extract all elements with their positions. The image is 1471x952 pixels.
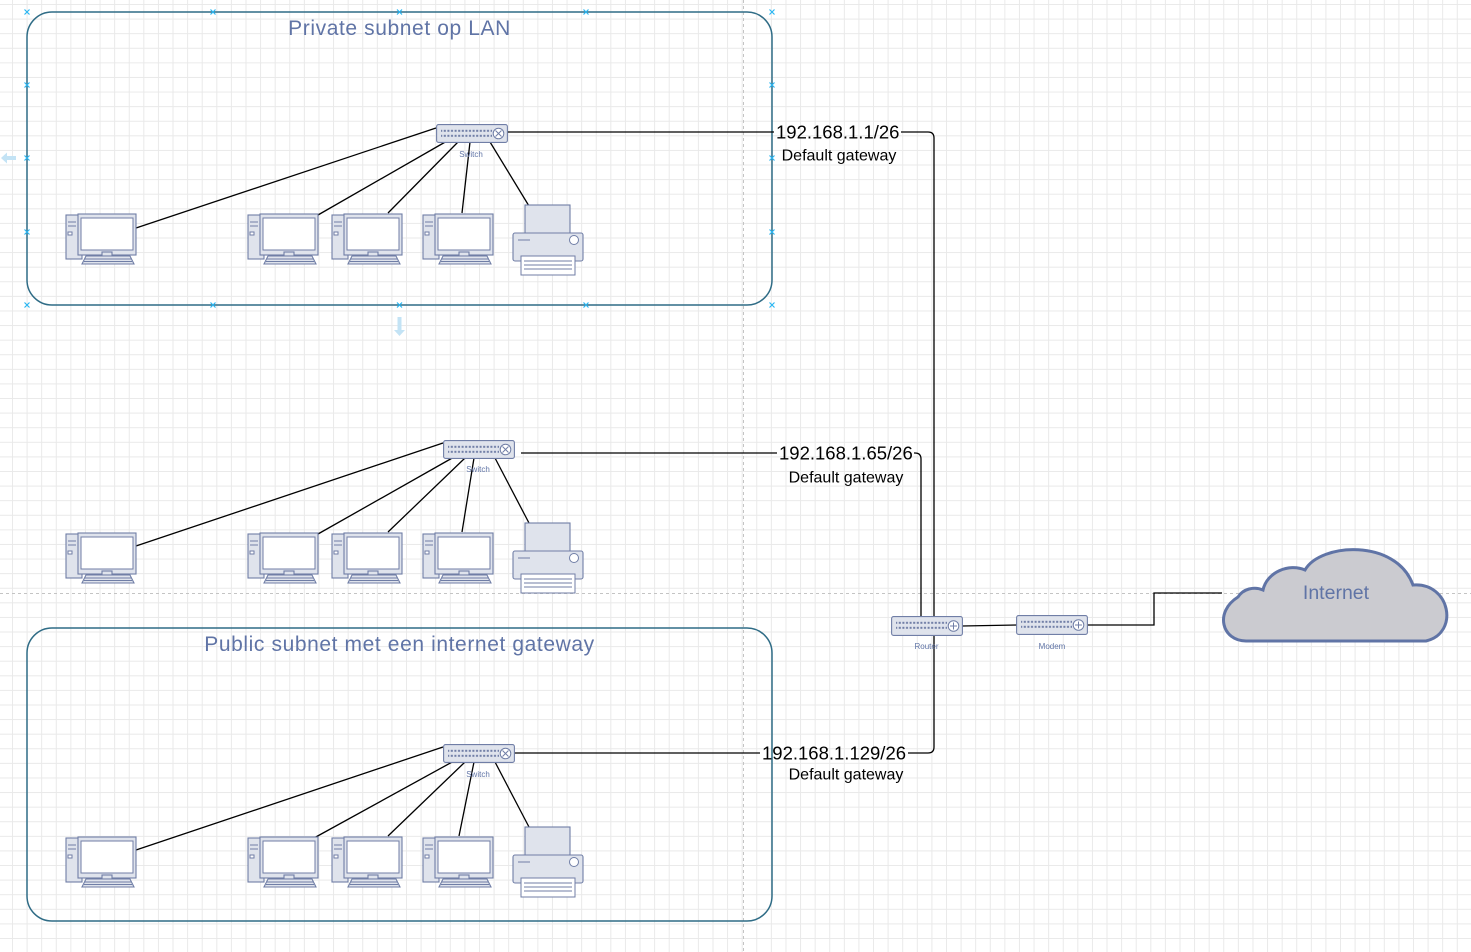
pc-icon[interactable] xyxy=(247,532,319,584)
gateway-caption[interactable]: Default gateway xyxy=(789,767,904,784)
printer-icon[interactable] xyxy=(512,522,584,594)
edge-switch2-pc1[interactable] xyxy=(135,442,444,547)
pc-icon[interactable] xyxy=(65,836,137,888)
edge-switch3-gateway-right[interactable] xyxy=(908,636,935,754)
cloud-icon[interactable] xyxy=(1222,548,1449,643)
edge-switch3-pc1[interactable] xyxy=(135,746,444,851)
pc-icon[interactable] xyxy=(422,532,494,584)
pc-icon[interactable] xyxy=(331,532,403,584)
pc-icon[interactable] xyxy=(247,213,319,265)
public-subnet-title: Public subnet met een internet gateway xyxy=(204,633,595,656)
arrow-down-icon[interactable] xyxy=(394,317,405,336)
edge-switch1-pc4[interactable] xyxy=(461,141,471,214)
internet-label: Internet xyxy=(1303,582,1370,604)
switch-icon[interactable] xyxy=(443,440,515,459)
selection-handle[interactable] xyxy=(23,8,31,16)
pc-icon[interactable] xyxy=(422,836,494,888)
switch-label: Switch xyxy=(459,150,483,159)
gateway-ip-label[interactable]: 192.168.1.129/26 xyxy=(762,743,906,764)
edge-switch2-pc2[interactable] xyxy=(317,456,455,535)
modem-icon[interactable] xyxy=(1016,615,1088,635)
printer-icon[interactable] xyxy=(512,204,584,276)
switch-icon[interactable] xyxy=(436,124,508,143)
edge-switch1-pc2[interactable] xyxy=(317,140,448,216)
edge-switch1-gateway-right[interactable] xyxy=(901,131,935,616)
gateway-caption[interactable]: Default gateway xyxy=(789,470,904,487)
edge-switch2-pc3[interactable] xyxy=(387,457,466,533)
pc-icon[interactable] xyxy=(422,213,494,265)
pc-icon[interactable] xyxy=(247,836,319,888)
edge-switch2-printer[interactable] xyxy=(494,457,530,524)
arrow-left-icon[interactable] xyxy=(1,152,16,164)
edge-modem-internet[interactable] xyxy=(1087,592,1222,626)
edge-switch3-pc3[interactable] xyxy=(387,761,466,837)
private-subnet-container[interactable] xyxy=(26,11,773,306)
pc-icon[interactable] xyxy=(331,213,403,265)
switch-label: Switch xyxy=(466,770,490,779)
edge-router-modem[interactable] xyxy=(961,624,1018,627)
gateway-ip-label[interactable]: 192.168.1.65/26 xyxy=(779,443,913,464)
router-label: Router xyxy=(914,642,938,651)
pc-icon[interactable] xyxy=(65,213,137,265)
selection-handle[interactable] xyxy=(768,301,776,309)
switch-icon[interactable] xyxy=(443,744,515,763)
selection-handle[interactable] xyxy=(768,8,776,16)
private-subnet-title: Private subnet op LAN xyxy=(288,17,511,40)
gateway-ip-label[interactable]: 192.168.1.1/26 xyxy=(776,122,899,143)
printer-icon[interactable] xyxy=(512,826,584,898)
edge-switch2-pc4[interactable] xyxy=(461,457,475,533)
edge-switch1-pc1[interactable] xyxy=(135,127,437,229)
switch-label: Switch xyxy=(466,465,490,474)
gateway-caption[interactable]: Default gateway xyxy=(782,148,897,165)
edge-switch1-pc3[interactable] xyxy=(387,141,459,214)
edge-switch3-printer[interactable] xyxy=(494,761,530,828)
edge-switch3-pc4[interactable] xyxy=(458,761,475,837)
edge-switch1-printer[interactable] xyxy=(489,141,530,207)
public-subnet-container[interactable] xyxy=(26,627,773,922)
edge-switch2-gateway-right[interactable] xyxy=(914,452,922,616)
pc-icon[interactable] xyxy=(331,836,403,888)
router-icon[interactable] xyxy=(891,616,963,636)
selection-handle[interactable] xyxy=(23,301,31,309)
modem-label: Modem xyxy=(1039,642,1066,651)
pc-icon[interactable] xyxy=(65,532,137,584)
edge-switch3-pc2[interactable] xyxy=(313,760,455,839)
